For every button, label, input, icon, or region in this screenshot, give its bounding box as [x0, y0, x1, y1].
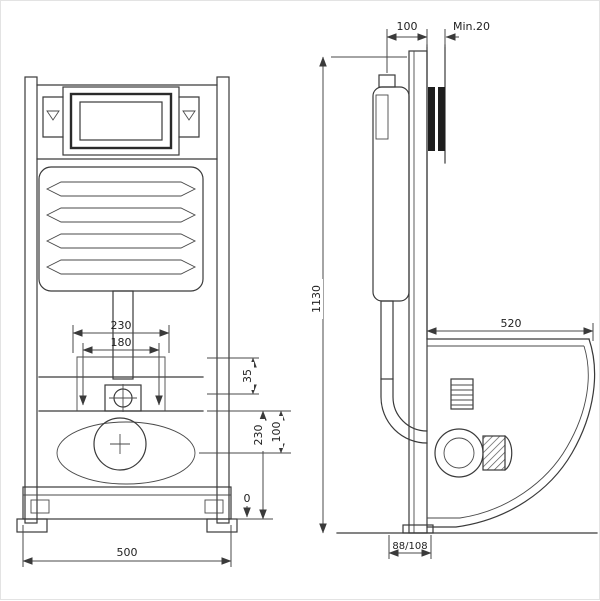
dim-frame-depth: 100: [386, 20, 428, 73]
fill-valve-cap: [378, 74, 396, 88]
dim-bolt-spacing: 230: [72, 319, 170, 353]
dim-outlet-height-label: 230: [252, 425, 265, 446]
plate-bracket-left: [42, 96, 64, 138]
outlet-elbow: [434, 428, 484, 478]
flush-pipe-side: [380, 300, 428, 444]
right-post: [216, 76, 230, 524]
outlet-spigot: [482, 435, 506, 471]
center-fitting: [104, 384, 142, 412]
dim-frame-height: 1130: [309, 56, 407, 534]
left-post: [24, 76, 38, 524]
cistern-tank: [38, 166, 204, 292]
dim-frame-width: 500: [22, 525, 232, 567]
outlet-assembly: [434, 378, 513, 478]
foot-left: [16, 518, 48, 533]
fixing-bracket: [76, 356, 166, 411]
dim-pan-depth-label: 520: [501, 317, 522, 330]
wall-hatch-1: [428, 87, 435, 151]
dim-outlet-offset: 88/108: [388, 535, 432, 559]
dim-wall-min: Min.20: [444, 20, 490, 47]
pan-outline-front: [56, 417, 196, 485]
dim-supply-height-label: 100: [270, 422, 283, 443]
foot-right: [206, 518, 238, 533]
pan-side-profile: [426, 338, 596, 528]
cistern-side-profile: [372, 74, 410, 302]
frame-posts: [24, 76, 230, 524]
inlet-connector: [450, 378, 474, 410]
dim-supply-height: 100: [269, 410, 285, 454]
dim-rail-offset-label: 35: [241, 369, 254, 383]
dim-plate-spacing-label: 180: [111, 336, 132, 349]
mounting-rails: [38, 353, 204, 412]
dim-bolt-spacing-label: 230: [111, 319, 132, 332]
front-view: 230 180 35 230: [16, 76, 291, 567]
dim-outlet-height: 230: [199, 410, 291, 520]
dim-frame-width-label: 500: [117, 546, 138, 559]
dim-floor-level: 0: [243, 492, 251, 518]
level-mark-left-icon: [46, 110, 60, 121]
dim-frame-height-label: 1130: [310, 285, 323, 313]
dim-plate-spacing: 180: [82, 336, 160, 354]
base-plate: [16, 486, 238, 533]
dim-floor-level-label: 0: [244, 492, 251, 505]
dim-frame-depth-label: 100: [397, 20, 418, 33]
dim-pan-depth: 520: [426, 317, 594, 341]
level-mark-right-icon: [182, 110, 196, 121]
side-view: 100 Min.20 1130 520 88/1: [309, 20, 598, 559]
wall-hatch-2: [438, 87, 445, 151]
outlet-circle: [93, 417, 147, 471]
dim-wall-min-label: Min.20: [453, 20, 490, 33]
flush-plate-access-box: [42, 86, 200, 156]
plate-bracket-right: [178, 96, 200, 138]
dim-rail-offset: 35: [207, 357, 259, 395]
flush-pipe: [112, 290, 134, 380]
wall-section: [426, 44, 446, 340]
dim-outlet-offset-label: 88/108: [392, 541, 427, 552]
side-rail-foot: [402, 524, 434, 534]
